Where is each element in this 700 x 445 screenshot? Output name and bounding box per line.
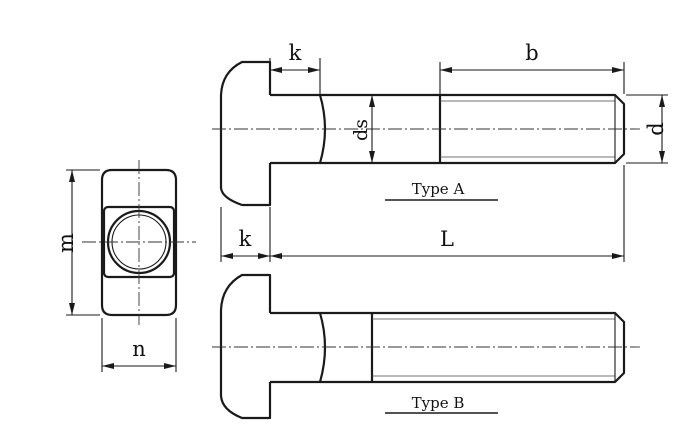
type-a-bolt: k b ds d Type A k L bbox=[212, 41, 668, 262]
k-top-label: k bbox=[289, 41, 302, 65]
type-b-thread bbox=[372, 311, 626, 384]
type-a-label: Type A bbox=[412, 180, 465, 198]
b-label: b bbox=[525, 41, 538, 65]
d-label: d bbox=[644, 122, 668, 135]
type-a-thread bbox=[440, 93, 626, 165]
L-label: L bbox=[440, 227, 454, 251]
ds-label: ds bbox=[350, 119, 372, 141]
end-view: m n bbox=[54, 160, 196, 372]
m-label: m bbox=[54, 233, 78, 253]
type-b-label: Type B bbox=[412, 394, 465, 412]
end-view-head-outline bbox=[100, 168, 178, 317]
n-label: n bbox=[132, 337, 146, 361]
type-b-bolt: Type B bbox=[212, 273, 640, 420]
type-a-head bbox=[219, 60, 272, 207]
k-bottom-label: k bbox=[239, 227, 252, 251]
type-b-head bbox=[219, 273, 272, 420]
